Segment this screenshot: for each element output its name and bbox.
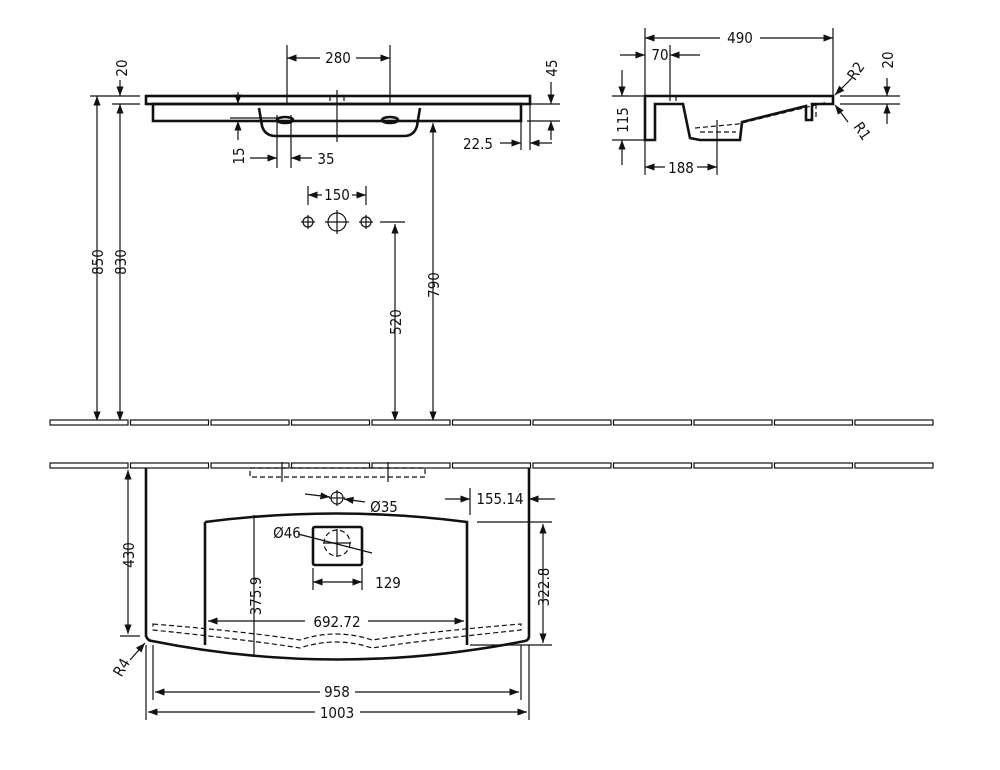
dim-basin-width: 692.72	[313, 613, 360, 631]
dim-top-height: 830	[112, 249, 130, 275]
floor-segment	[532, 462, 612, 469]
dim-basin-depth: 375.9	[247, 577, 265, 616]
floor-segment	[49, 462, 129, 469]
dim-basin-side-depth: 322.8	[535, 568, 553, 607]
dim-total-height: 850	[89, 249, 107, 275]
dim-drain-diameter: Ø46	[273, 524, 301, 542]
dim-total-width: 1003	[320, 704, 354, 722]
floor-segment	[773, 419, 854, 426]
floor-segment	[451, 462, 532, 469]
dim-side-slab-thickness: 20	[879, 51, 897, 68]
dim-depth: 490	[727, 29, 753, 47]
dim-rear-to-drain: 188	[668, 159, 694, 177]
dim-underside-height: 790	[425, 272, 443, 298]
floor-segment	[371, 462, 451, 469]
dim-front-width: 958	[324, 683, 350, 701]
dim-slab-thickness: 20	[113, 59, 131, 76]
tap-hole-right	[380, 115, 400, 125]
floor-segment	[129, 462, 210, 469]
floor-segment	[371, 419, 451, 426]
dim-hole-offset: 15	[230, 147, 248, 164]
dim-tap-hole-diameter: Ø35	[370, 498, 398, 516]
floor-segment	[693, 419, 773, 426]
dim-rear-to-tap: 70	[651, 46, 668, 64]
floor-segment	[854, 462, 934, 469]
dim-tap-spacing: 280	[325, 49, 351, 67]
dim-edge-offset: 22.5	[463, 135, 493, 153]
floor-segment	[612, 419, 693, 426]
dim-rear-offset: 45	[543, 59, 561, 76]
floor-segment	[210, 419, 290, 426]
countertop-outline	[144, 468, 531, 661]
dim-total-depth: 430	[120, 542, 138, 568]
floor-segment	[290, 462, 371, 469]
floor-segment	[854, 419, 934, 426]
top-view: Ø46 Ø35 155.14 129 375.9 692.72 322.8 43…	[109, 462, 555, 722]
floor-segment	[532, 419, 612, 426]
dim-front-radius-bottom: R1	[850, 119, 875, 144]
dim-connection-height: 520	[387, 309, 405, 335]
basin-profile	[257, 107, 422, 138]
dim-side-margin: 155.14	[476, 490, 523, 508]
floor-segment	[210, 462, 290, 469]
basin-outline	[203, 512, 469, 645]
dim-connection-spacing: 150	[324, 186, 350, 204]
floor-segment	[49, 419, 129, 426]
dim-front-radius-top: R2	[843, 59, 868, 84]
floor-segment	[773, 462, 854, 469]
side-profile	[643, 94, 835, 142]
floor-line	[49, 419, 934, 426]
drain-box	[311, 525, 364, 567]
wall-line	[49, 462, 934, 469]
side-view: 490 70 115 188 R2 R1 20	[612, 28, 900, 177]
wall-connections	[301, 210, 373, 234]
floor-segment	[129, 419, 210, 426]
floor-segment	[290, 419, 371, 426]
dim-hole-width: 35	[317, 150, 334, 168]
front-view: 280 20 45 22.5 15 35 150 8	[89, 45, 561, 421]
floor-segment	[612, 462, 693, 469]
floor-segment	[693, 462, 773, 469]
dim-height: 115	[614, 107, 632, 133]
floor-segment	[451, 419, 532, 426]
dim-drain-box-width: 129	[375, 574, 401, 592]
